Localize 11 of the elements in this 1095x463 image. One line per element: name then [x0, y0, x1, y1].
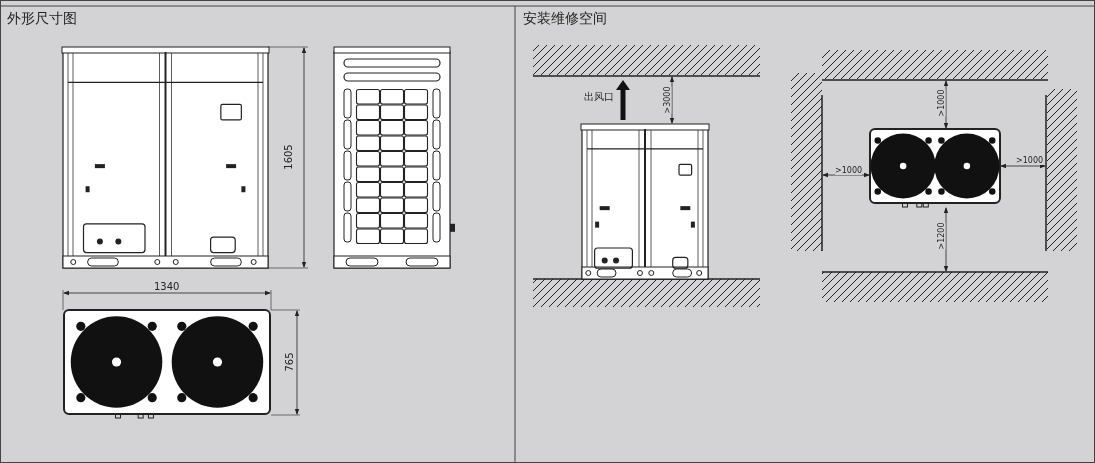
dimension-value: 765 [284, 352, 295, 372]
dimension-value: 1605 [283, 144, 294, 170]
dimension-value: >1000 [1016, 157, 1044, 165]
airflow-label: 出风口 [584, 92, 614, 102]
dimension-value: >1000 [937, 89, 946, 117]
dimension-value: >1200 [937, 222, 946, 250]
dimension-value: >1000 [835, 167, 863, 175]
panel-heading: 安装维修空间 [523, 11, 607, 25]
dimension-value: >3000 [663, 86, 672, 114]
panel-heading: 外形尺寸图 [7, 11, 77, 25]
dimension-value: 1340 [154, 282, 180, 292]
